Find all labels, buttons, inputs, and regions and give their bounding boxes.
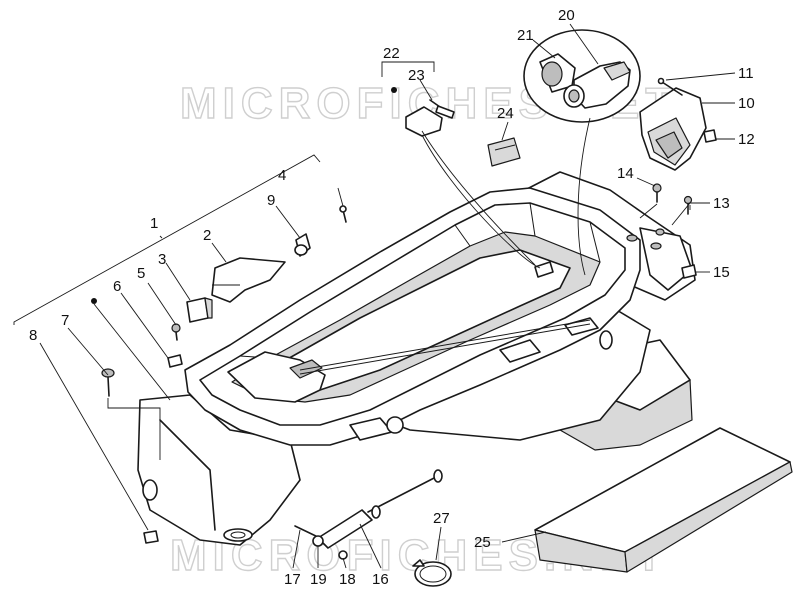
part-9-clip xyxy=(294,233,311,257)
callout-24: 24 xyxy=(497,105,514,122)
callout-19: 19 xyxy=(310,571,327,588)
callout-21: 21 xyxy=(517,27,534,44)
part-10-lock-housing xyxy=(639,87,707,171)
callout-6: 6 xyxy=(113,278,121,295)
callout-4: 4 xyxy=(278,167,286,184)
callout-16: 16 xyxy=(372,571,389,588)
callout-22: 22 xyxy=(383,45,400,62)
part-4-screw xyxy=(339,205,347,223)
callout-18: 18 xyxy=(339,571,356,588)
callout-20: 20 xyxy=(558,7,575,24)
callout-23: 23 xyxy=(408,67,425,84)
leader-lines xyxy=(13,23,736,569)
part-20-21-socket-detail xyxy=(523,29,641,123)
callout-labels: 1 2 3 4 5 6 7 8 9 10 11 12 13 14 15 16 1… xyxy=(29,7,755,588)
part-27-clamp xyxy=(412,559,452,587)
callout-5: 5 xyxy=(137,265,145,282)
part-5-screw xyxy=(171,323,181,341)
callout-17: 17 xyxy=(284,571,301,588)
part-19-washer xyxy=(312,535,324,547)
callout-15: 15 xyxy=(713,264,730,281)
part-6-nut xyxy=(167,354,183,368)
callout-3: 3 xyxy=(158,251,166,268)
callout-7: 7 xyxy=(61,312,69,329)
callout-1: 1 xyxy=(150,215,158,232)
callout-11: 11 xyxy=(738,65,754,82)
callout-25: 25 xyxy=(474,534,491,551)
part-8-nut xyxy=(143,530,159,544)
part-11-screw xyxy=(657,77,683,96)
part-14-screw xyxy=(652,183,662,203)
callout-10: 10 xyxy=(738,95,755,112)
callout-2: 2 xyxy=(203,227,211,244)
callout-14: 14 xyxy=(617,165,634,182)
helmet-compartment xyxy=(137,171,696,546)
callout-12: 12 xyxy=(738,131,755,148)
part-12-clip xyxy=(703,129,717,143)
callout-9: 9 xyxy=(267,192,275,209)
part-22-23-switch-detail xyxy=(381,61,455,137)
part-18-clip xyxy=(338,550,348,560)
part-3-pad xyxy=(186,297,213,323)
part-24-pad xyxy=(487,137,521,167)
callout-13: 13 xyxy=(713,195,730,212)
part-16-gas-strut xyxy=(317,469,443,549)
part-7-bolt xyxy=(101,368,115,397)
callout-27: 27 xyxy=(433,510,450,527)
callout-8: 8 xyxy=(29,327,37,344)
part-2-bracket xyxy=(211,257,286,303)
part-25-mat xyxy=(534,427,793,573)
cable-line xyxy=(299,319,591,371)
part-15-clip xyxy=(681,264,697,279)
